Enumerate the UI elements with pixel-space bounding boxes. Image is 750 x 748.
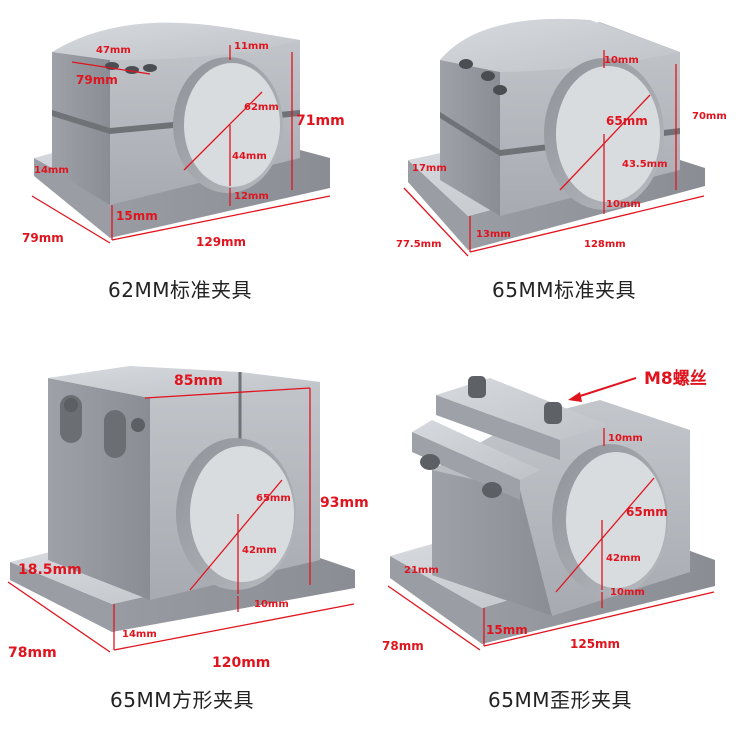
p2-caption: 65MM标准夹具	[492, 278, 636, 302]
p3-dim-depth: 78mm	[8, 645, 57, 661]
p3-dim-center: 42mm	[242, 545, 277, 556]
p1-dim-center: 44mm	[232, 151, 267, 162]
p4-caption: 65MM歪形夹具	[488, 688, 632, 712]
p1-caption: 62MM标准夹具	[108, 278, 252, 302]
p4-dim-foot-left: 21mm	[404, 565, 439, 576]
p4-dim-diameter: 65mm	[626, 505, 668, 519]
p2-dim-center: 43.5mm	[622, 159, 668, 170]
p2-dim-height: 70mm	[692, 111, 727, 122]
p3-dim-foot-h: 14mm	[122, 629, 157, 640]
p4-dim-foot-h: 15mm	[486, 623, 528, 637]
p4-dim-top-gap: 10mm	[608, 433, 643, 444]
p3-caption: 65MM方形夹具	[110, 688, 254, 712]
p2-dim-base-h: 10mm	[606, 199, 641, 210]
p3-dim-top-width: 85mm	[174, 373, 223, 389]
p4-callout-m8-screw: M8螺丝	[644, 369, 707, 389]
p1-dim-diameter: 62mm	[244, 102, 279, 113]
p2-dim-foot-left: 17mm	[412, 163, 447, 174]
p2-dim-depth: 77.5mm	[396, 239, 442, 250]
p1-dim-top-depth: 79mm	[76, 73, 118, 87]
clamp-65mm-square-drawing	[7, 366, 355, 653]
p2-dim-diameter: 65mm	[606, 114, 648, 128]
p1-dim-foot-left: 14mm	[34, 165, 69, 176]
p4-dim-depth: 78mm	[382, 639, 424, 653]
clamp-65mm-standard-drawing	[403, 18, 705, 257]
p4-dim-base-h: 10mm	[610, 587, 645, 598]
p1-dim-height: 71mm	[296, 113, 345, 129]
p4-dim-length: 125mm	[570, 637, 621, 651]
p4-dim-center: 42mm	[606, 553, 641, 564]
p1-dim-base-h: 12mm	[234, 191, 269, 202]
p1-dim-foot-h: 15mm	[116, 209, 158, 223]
p1-dim-length: 129mm	[196, 235, 247, 249]
clamp-65mm-crooked-drawing	[387, 376, 715, 651]
p2-dim-top-gap: 10mm	[604, 55, 639, 66]
p2-dim-foot-h: 13mm	[476, 229, 511, 240]
p3-dim-diameter: 65mm	[256, 493, 291, 504]
p1-dim-top-gap: 11mm	[234, 41, 269, 52]
p3-dim-foot-left: 18.5mm	[18, 562, 82, 578]
clamp-62mm-standard-drawing	[31, 22, 331, 244]
p1-dim-depth: 79mm	[22, 231, 64, 245]
p3-dim-length: 120mm	[212, 655, 271, 671]
p3-dim-base-h: 10mm	[254, 599, 289, 610]
p3-dim-height: 93mm	[320, 495, 369, 511]
p2-dim-length: 128mm	[584, 239, 626, 250]
p1-dim-top-small: 47mm	[96, 45, 131, 56]
